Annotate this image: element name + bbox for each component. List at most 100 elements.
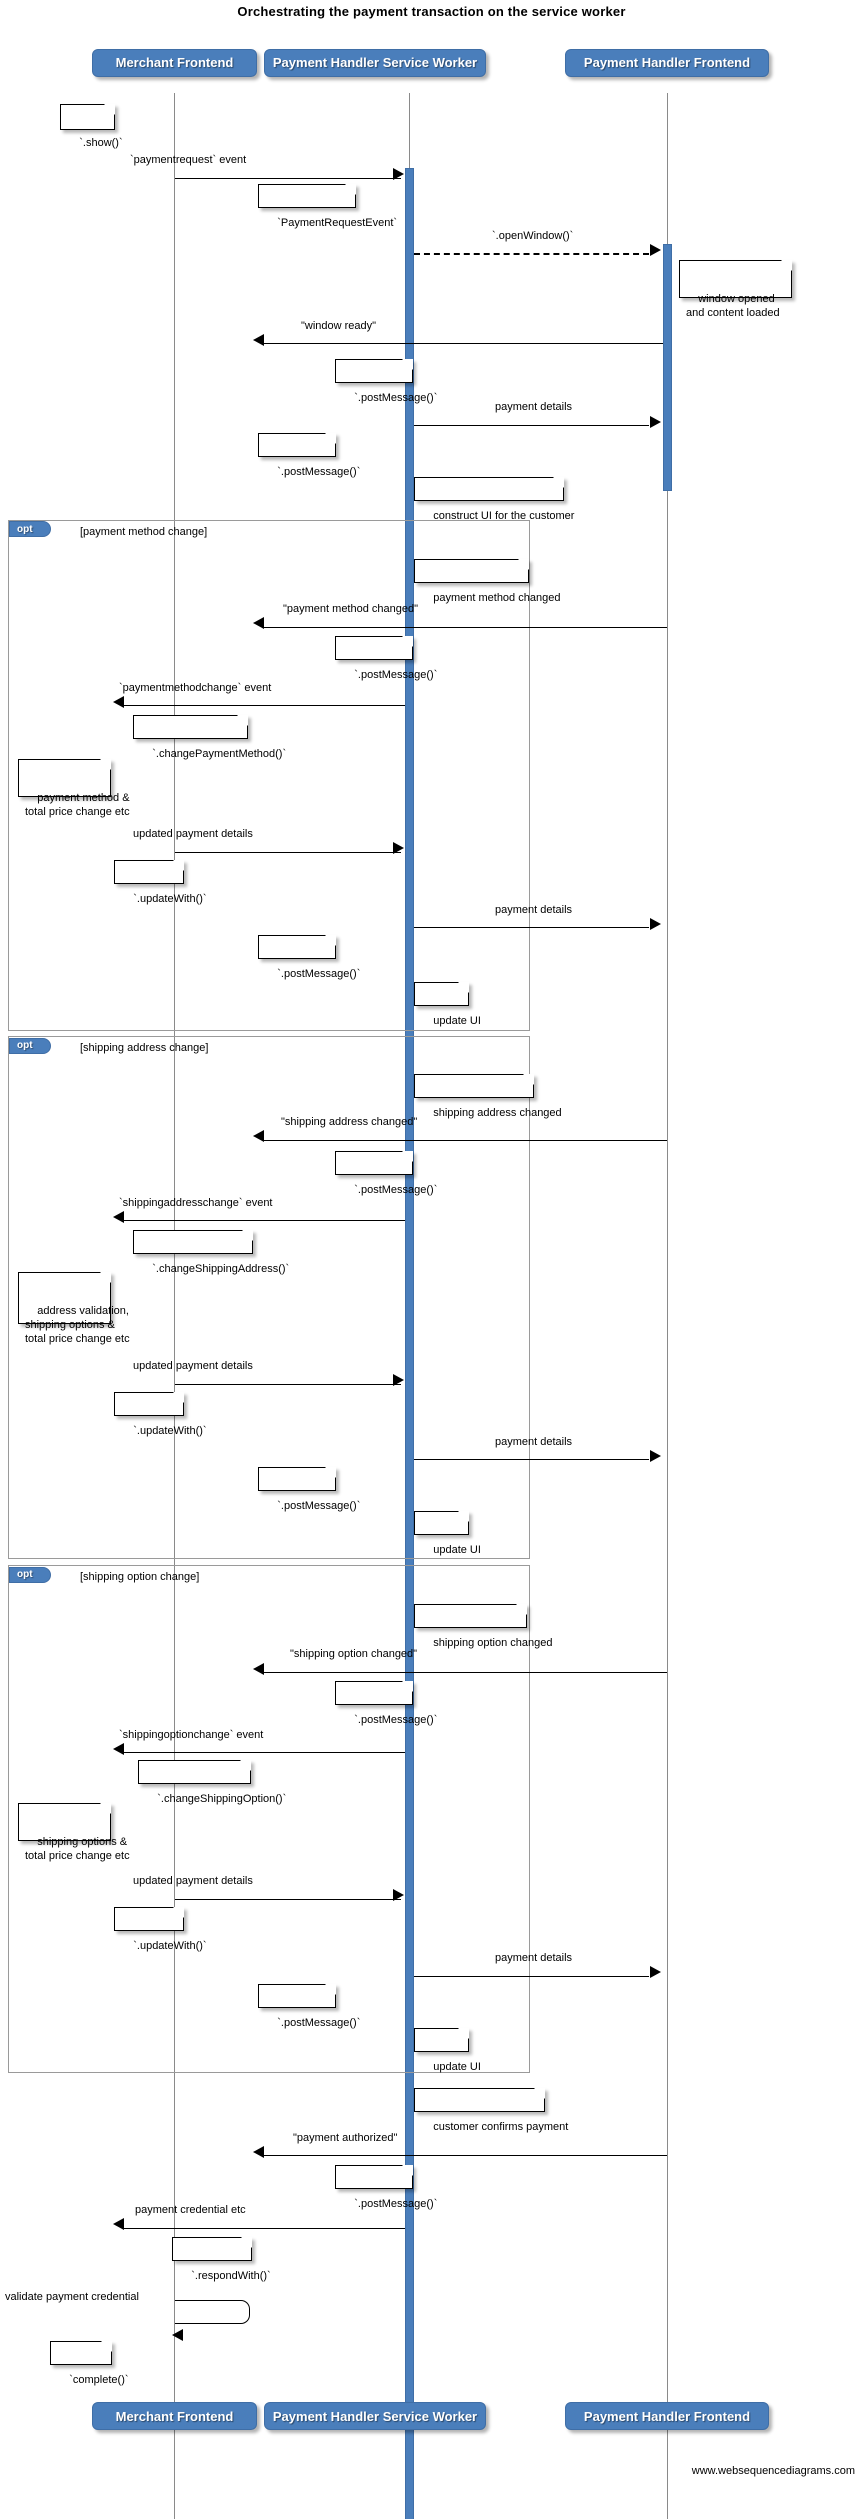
note-text: `complete()` bbox=[69, 2374, 129, 2387]
note-complete: `complete()` bbox=[50, 2341, 129, 2386]
note-fold-icon bbox=[101, 2341, 112, 2353]
note-payment-method-changed: payment method changed bbox=[414, 558, 560, 604]
note-fold-icon bbox=[325, 432, 336, 444]
participant-merchant-bottom[interactable]: Merchant Frontend bbox=[92, 2402, 257, 2431]
note-text: address validation, shipping options & t… bbox=[25, 1305, 130, 1346]
note-text: `.changeShippingOption()` bbox=[157, 1793, 287, 1806]
fragment-type-label: opt bbox=[17, 1569, 33, 1580]
note-customer-confirms-payment: customer confirms payment bbox=[414, 2087, 568, 2133]
note-fold-icon bbox=[237, 714, 248, 726]
message-line bbox=[264, 2155, 667, 2157]
note-post-message: `.postMessage()` bbox=[258, 432, 360, 478]
note-fold-icon bbox=[534, 2087, 545, 2099]
fragment-condition-label: [shipping option change] bbox=[80, 1571, 200, 1584]
note-post-message: `.postMessage()` bbox=[335, 636, 437, 681]
note-fold-icon bbox=[173, 1391, 184, 1403]
message-arrowhead bbox=[650, 1966, 661, 1979]
note-text: `.postMessage()` bbox=[354, 391, 438, 404]
message-label: updated payment details bbox=[133, 1360, 253, 1373]
message-arrowhead bbox=[253, 1662, 264, 1675]
message-label: "shipping address changed" bbox=[281, 1116, 418, 1129]
message-label: payment details bbox=[495, 903, 573, 916]
note-update-with: `.updateWith()` bbox=[114, 1906, 207, 1952]
note-change-shipping-address: `.changeShippingAddress()` bbox=[133, 1229, 289, 1275]
message-line bbox=[414, 927, 649, 929]
note-fold-icon bbox=[100, 1272, 111, 1284]
participant-label: Payment Handler Frontend bbox=[583, 55, 751, 71]
note-fold-icon bbox=[402, 636, 413, 648]
message-line bbox=[414, 1975, 649, 1977]
note-payment-request-event: `PaymentRequestEvent` bbox=[258, 184, 397, 229]
note-window-opened: window opened and content loaded bbox=[679, 259, 792, 319]
message-line bbox=[414, 1459, 649, 1461]
note-update-with: `.updateWith()` bbox=[114, 859, 207, 905]
message-arrowhead bbox=[650, 1449, 661, 1462]
message-arrowhead bbox=[253, 617, 264, 630]
lifeline-merchant bbox=[174, 92, 175, 2519]
note-fold-icon bbox=[553, 477, 564, 489]
note-text: payment method changed bbox=[433, 591, 561, 604]
participant-merchant-top[interactable]: Merchant Frontend bbox=[92, 48, 257, 77]
message-line bbox=[264, 626, 667, 628]
fragment-payment-method-change bbox=[8, 519, 530, 1032]
message-line bbox=[124, 1220, 405, 1222]
participant-frontend-top[interactable]: Payment Handler Frontend bbox=[565, 48, 769, 77]
self-message-label: validate payment credential bbox=[5, 2290, 139, 2303]
message-label: "window ready" bbox=[301, 319, 377, 332]
activation-frontend bbox=[663, 244, 672, 492]
note-text: shipping option changed bbox=[433, 1637, 553, 1650]
note-respond-with: `.respondWith()` bbox=[172, 2237, 271, 2282]
note-text: `.postMessage()` bbox=[277, 2016, 361, 2029]
participant-service-worker-bottom[interactable]: Payment Handler Service Worker bbox=[264, 2402, 486, 2431]
message-arrowhead bbox=[650, 244, 661, 257]
note-fold-icon bbox=[402, 1150, 413, 1162]
participant-frontend-bottom[interactable]: Payment Handler Frontend bbox=[565, 2402, 769, 2431]
fragment-condition-label: [shipping address change] bbox=[80, 1042, 209, 1055]
note-fold-icon bbox=[325, 1467, 336, 1479]
note-text: construct UI for the customer bbox=[433, 510, 575, 523]
message-arrowhead bbox=[393, 1374, 404, 1387]
note-shipping-option-changed: shipping option changed bbox=[414, 1604, 553, 1649]
note-text: window opened and content loaded bbox=[686, 292, 780, 319]
note-text: shipping options & total price change et… bbox=[25, 1835, 130, 1862]
note-post-message: `.postMessage()` bbox=[258, 1467, 360, 1512]
note-fold-icon bbox=[402, 2164, 413, 2176]
message-label: payment details bbox=[495, 401, 573, 414]
message-line bbox=[124, 705, 405, 707]
note-change-payment-method: `.changePaymentMethod()` bbox=[133, 714, 286, 760]
note-update-with: `.updateWith()` bbox=[114, 1391, 207, 1437]
message-line bbox=[175, 1383, 401, 1385]
message-line bbox=[124, 2227, 405, 2229]
note-fold-icon bbox=[325, 1983, 336, 1995]
note-text: `.show()` bbox=[79, 136, 123, 149]
note-text: `.postMessage()` bbox=[354, 1183, 438, 1196]
note-fold-icon bbox=[100, 1802, 111, 1814]
note-fold-icon bbox=[402, 358, 413, 370]
message-label: "payment method changed" bbox=[283, 602, 419, 615]
fragment-shipping-address-change bbox=[8, 1035, 530, 1559]
message-arrowhead bbox=[253, 2145, 264, 2158]
message-label: payment details bbox=[495, 1435, 573, 1448]
message-arrowhead bbox=[393, 168, 404, 181]
fragment-tab-opt: opt bbox=[9, 521, 51, 538]
fragment-tab-opt: opt bbox=[9, 1566, 51, 1583]
note-text: update UI bbox=[433, 2060, 481, 2073]
note-post-message: `.postMessage()` bbox=[335, 358, 437, 404]
note-text: `.postMessage()` bbox=[354, 1714, 438, 1727]
note-fold-icon bbox=[173, 1906, 184, 1918]
message-arrowhead bbox=[393, 842, 404, 855]
note-shipping-options-total-change: shipping options & total price change et… bbox=[18, 1802, 130, 1862]
note-text: `.postMessage()` bbox=[277, 968, 361, 981]
message-line bbox=[264, 1671, 667, 1673]
message-label: `paymentmethodchange` event bbox=[119, 681, 272, 694]
note-address-validation: address validation, shipping options & t… bbox=[18, 1272, 130, 1345]
participant-label: Payment Handler Service Worker bbox=[272, 2408, 478, 2424]
note-text: `.postMessage()` bbox=[354, 669, 438, 682]
note-text: `.respondWith()` bbox=[191, 2270, 271, 2283]
participant-service-worker-top[interactable]: Payment Handler Service Worker bbox=[264, 48, 486, 77]
note-text: update UI bbox=[433, 1544, 481, 1557]
note-shipping-address-changed: shipping address changed bbox=[414, 1073, 562, 1119]
note-fold-icon bbox=[325, 935, 336, 947]
message-arrowhead bbox=[650, 917, 661, 930]
